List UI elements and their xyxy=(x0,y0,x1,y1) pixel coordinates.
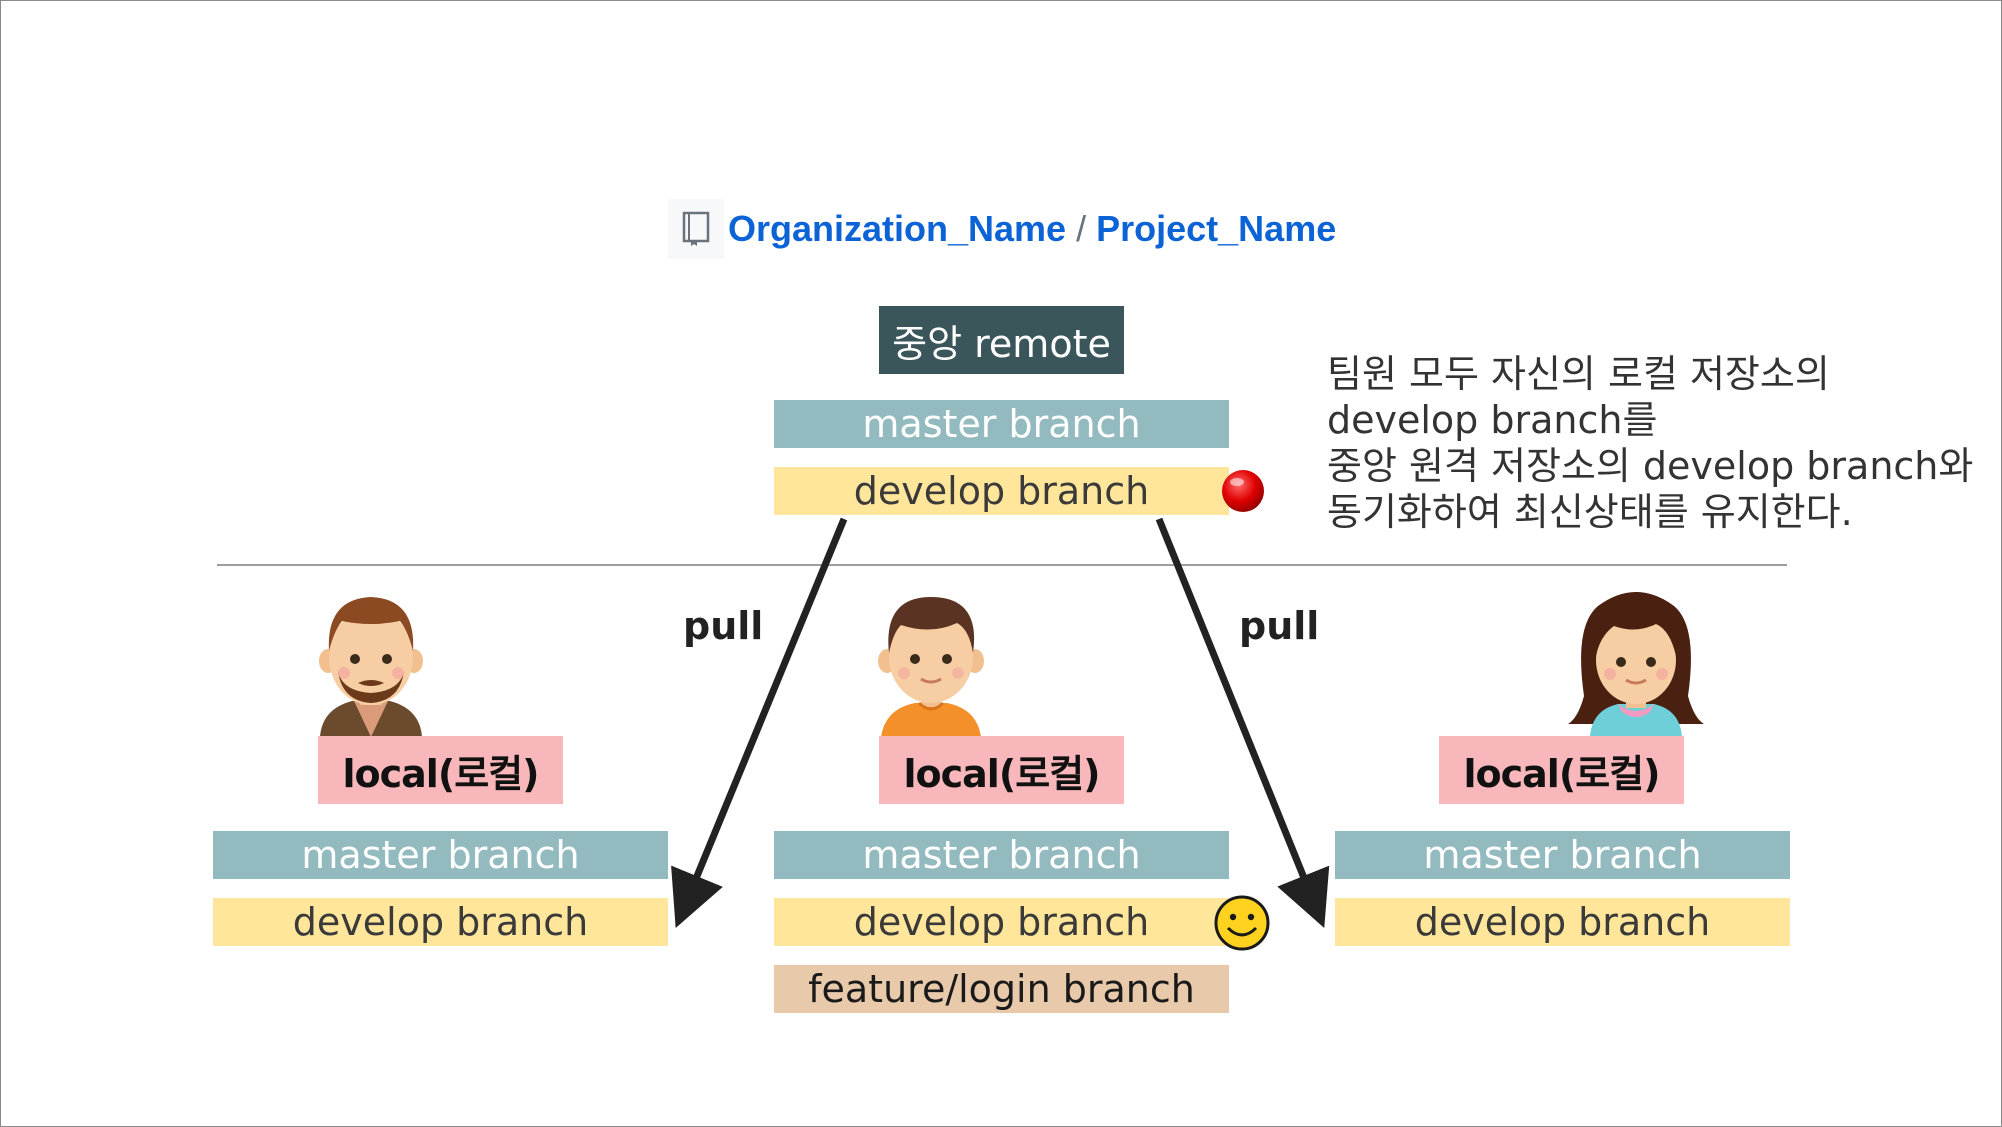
divider-line xyxy=(217,564,1787,566)
boy-avatar-icon xyxy=(878,597,984,737)
local-2-feature-branch: feature/login branch xyxy=(774,965,1229,1013)
local-2-develop-branch: develop branch xyxy=(774,898,1229,946)
remote-label: 중앙 remote xyxy=(879,306,1124,374)
remote-master-branch: master branch xyxy=(774,400,1229,448)
repo-title: Organization_Name / Project_Name xyxy=(668,197,1336,261)
remote-develop-branch: develop branch xyxy=(774,467,1229,515)
repo-book-icon xyxy=(668,199,724,259)
red-dot-icon xyxy=(1222,470,1264,512)
note-line: 팀원 모두 자신의 로컬 저장소의 xyxy=(1327,352,1830,396)
local-label-2: local(로컬) xyxy=(879,736,1124,804)
local-1-master-branch: master branch xyxy=(213,831,668,879)
note-line: 중앙 원격 저장소의 develop branch와 xyxy=(1327,444,1974,488)
project-link[interactable]: Project_Name xyxy=(1096,208,1337,249)
sync-note: 팀원 모두 자신의 로컬 저장소의 develop branch를 중앙 원격 … xyxy=(1327,351,1987,535)
pull-arrow-left xyxy=(671,517,848,928)
pull-arrow-right xyxy=(1155,517,1330,928)
organization-link[interactable]: Organization_Name xyxy=(728,208,1067,249)
girl-avatar-icon xyxy=(1568,592,1704,737)
local-label-1: local(로컬) xyxy=(318,736,563,804)
local-1-develop-branch: develop branch xyxy=(213,898,668,946)
local-label-3: local(로컬) xyxy=(1439,736,1684,804)
repo-separator: / xyxy=(1076,208,1087,249)
note-line: 동기화하여 최신상태를 유지한다. xyxy=(1327,490,1853,534)
smiley-face-icon xyxy=(1214,895,1270,951)
local-2-master-branch: master branch xyxy=(774,831,1229,879)
bearded-man-avatar-icon xyxy=(319,597,423,737)
note-line: develop branch를 xyxy=(1327,398,1658,442)
local-3-develop-branch: develop branch xyxy=(1335,898,1790,946)
pull-label-right: pull xyxy=(1239,604,1320,648)
local-3-master-branch: master branch xyxy=(1335,831,1790,879)
pull-label-left: pull xyxy=(683,604,764,648)
